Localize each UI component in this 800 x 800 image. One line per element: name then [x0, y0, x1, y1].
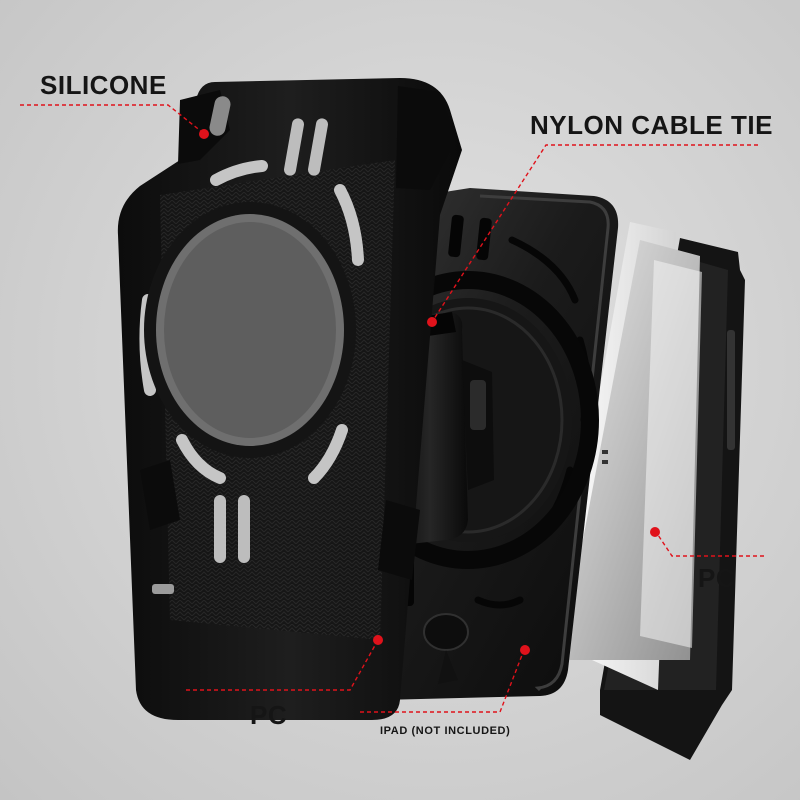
label-nylon-cable-tie: NYLON CABLE TIE — [530, 110, 773, 140]
label-pc-left: PC — [250, 700, 288, 730]
callout-dot-pc-right — [650, 527, 660, 537]
callout-dot-pc-left — [373, 635, 383, 645]
label-pc-right: PC — [698, 563, 736, 593]
label-silicone: SILICONE — [40, 70, 167, 100]
callout-dot-ipad — [520, 645, 530, 655]
callout-dot-nylon — [427, 317, 437, 327]
callout-dots — [199, 129, 660, 655]
silicone-front-skin — [117, 78, 462, 720]
label-ipad-not-included: IPAD (NOT INCLUDED) — [380, 725, 511, 737]
callout-lines — [20, 104, 764, 713]
callout-dot-silicone — [199, 129, 209, 139]
ipad-tablet — [560, 222, 702, 690]
